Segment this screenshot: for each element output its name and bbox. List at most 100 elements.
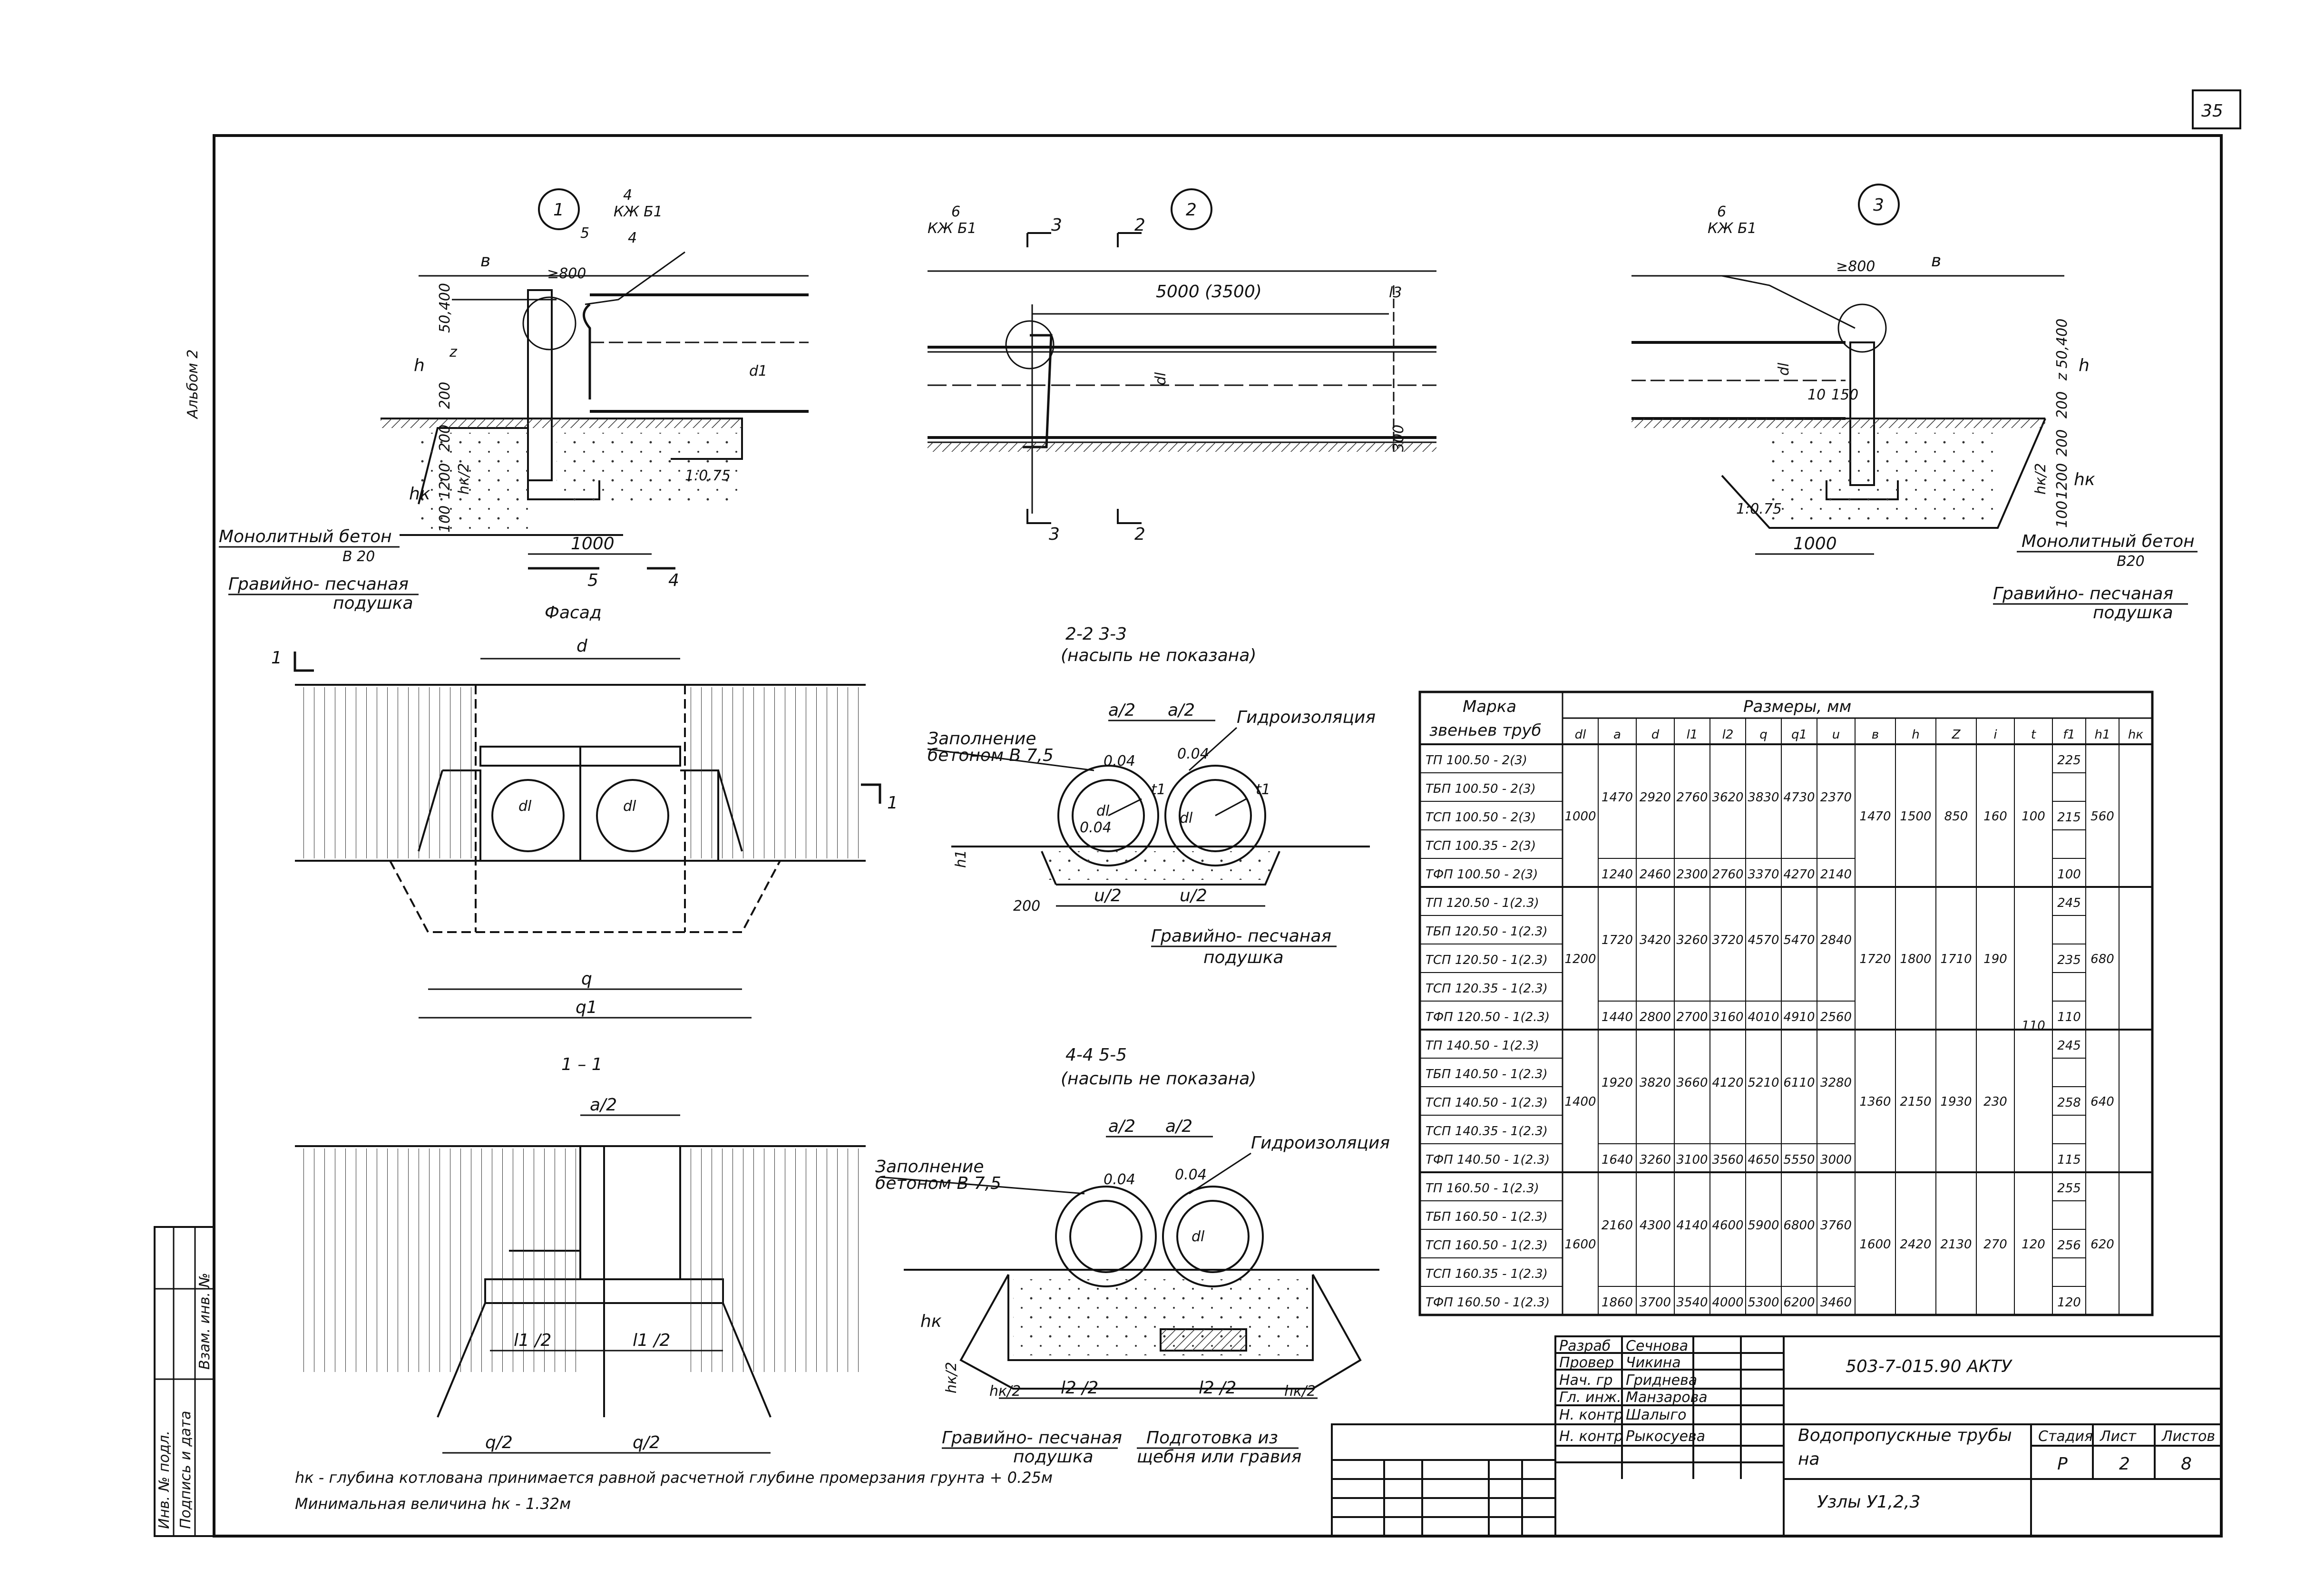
sec44-gravel-b: подушка: [1013, 1447, 1094, 1467]
table-cell-z: 1930: [1940, 1095, 1972, 1109]
node3-hk: hк: [2074, 470, 2095, 489]
sec22-title: 2-2 3-3: [1065, 624, 1127, 644]
facade-earth-left: [297, 687, 480, 858]
node1-callout-monolithic-b: В 20: [342, 548, 375, 565]
table-row-mark: ТСП 160.50 - 1(2.3): [1426, 1238, 1548, 1253]
table-cell-b: 1600: [1859, 1237, 1891, 1252]
sec22-t1: t1: [1151, 781, 1166, 798]
sec44-hk2l: hк/2: [989, 1383, 1021, 1400]
table-col-header: h: [1912, 728, 1919, 742]
stamp-sheets: 8: [2181, 1454, 2192, 1474]
node2-sec3-bot: 3: [1049, 525, 1060, 544]
node3-dim-800: ≥800: [1836, 258, 1875, 275]
node3-dim-200-1: 200: [2054, 391, 2071, 418]
sec44-prep: Подготовка из: [1146, 1428, 1278, 1448]
node3-dim-100: 100: [2054, 501, 2071, 528]
sec22-gravel-b: подушка: [1203, 948, 1284, 967]
node2-item-no: 6: [951, 204, 960, 220]
title-block: [1331, 1335, 2222, 1537]
facade-dl2: dl: [623, 798, 636, 815]
stamp-person: Сечнова: [1626, 1338, 1688, 1354]
node1-callout-monolithic: Монолитный бетон: [219, 527, 392, 546]
table-row-mark: ТБП 160.50 - 1(2.3): [1426, 1210, 1548, 1224]
node1-dim-200-1: 200: [437, 382, 453, 409]
node1-dim-b: в: [480, 251, 490, 271]
table-head-sizes: Размеры, мм: [1743, 697, 1851, 716]
sec22-a2b: a/2: [1168, 701, 1195, 720]
sec44-gravel: Гравийно- песчаная: [942, 1428, 1122, 1448]
table-cell-f1: 115: [2057, 1153, 2081, 1167]
stamp-role: Разраб: [1559, 1338, 1611, 1354]
table-head-mark-b: звеньев труб: [1429, 721, 1542, 740]
sec22-subtitle: (насыпь не показана): [1061, 646, 1256, 665]
node1-concrete-fill: [557, 433, 737, 504]
stamp-sheets-header: Листов: [2161, 1428, 2215, 1445]
table-cell-alt: 3160: [1712, 1010, 1743, 1024]
table-cell-i: 230: [1983, 1095, 2007, 1109]
sec22-u2b: u/2: [1180, 886, 1207, 905]
table-row-mark: ТСП 140.35 - 1(2.3): [1426, 1124, 1548, 1139]
table-col-header: q1: [1791, 728, 1807, 742]
table-cell-dl: 1200: [1564, 952, 1596, 966]
stamp-role: Провер: [1559, 1354, 1614, 1371]
sec22-dl1: dl: [1096, 803, 1110, 819]
table-row-mark: ТСП 120.35 - 1(2.3): [1426, 982, 1548, 996]
table-col-header: в: [1872, 728, 1879, 742]
table-cell-main: 3280: [1820, 1076, 1852, 1090]
sec44-d004a: 0.04: [1104, 1171, 1135, 1188]
table-row-mark: ТБП 100.50 - 2(3): [1426, 782, 1536, 796]
table-cell-dl: 1600: [1564, 1237, 1596, 1252]
table-col-header: l1: [1687, 728, 1698, 742]
table-cell-main: 3260: [1676, 933, 1708, 947]
table-cell-main: 1470: [1602, 790, 1633, 805]
node2-sec2-top: 2: [1134, 215, 1145, 235]
sec11-q2b: q/2: [633, 1433, 660, 1452]
sec11-q2a: q/2: [485, 1433, 513, 1452]
table-cell-main: 6110: [1783, 1076, 1815, 1090]
table-cell-main: 5210: [1748, 1076, 1779, 1090]
node2-sec3-top: 3: [1051, 215, 1062, 235]
table-cell-z: 850: [1944, 809, 1968, 824]
table-cell-alt: 4910: [1783, 1010, 1815, 1024]
table-col-header: t: [2031, 728, 2036, 742]
stamp-stage: Р: [2057, 1454, 2068, 1474]
table-cell-b: 1720: [1859, 952, 1891, 966]
table-cell-main: 4300: [1640, 1218, 1671, 1233]
table-cell-h: 1500: [1900, 809, 1931, 824]
table-cell-alt: 2460: [1640, 867, 1671, 882]
sec44-dl: dl: [1192, 1228, 1205, 1245]
stamp-code: 503-7-015.90 АКТУ: [1846, 1357, 2012, 1376]
table-cell-main: 3420: [1640, 933, 1671, 947]
table-cell-f1: 215: [2057, 810, 2081, 825]
table-row-mark: ТСП 100.35 - 2(3): [1426, 839, 1536, 853]
node3-callout-gravel: Гравийно- песчаная: [1993, 584, 2173, 603]
sec44-l2b: l2 /2: [1199, 1378, 1236, 1398]
table-cell-alt: 2140: [1820, 867, 1852, 882]
table-col-header: a: [1613, 728, 1621, 742]
table-cell-i: 190: [1983, 952, 2007, 966]
sec22-a2a: a/2: [1108, 701, 1135, 720]
facade-mark-1: 1: [271, 648, 282, 668]
sec22-d200: 200: [1013, 898, 1040, 915]
sec22-fill: Заполнение: [928, 729, 1036, 749]
table-cell-alt: 2700: [1676, 1010, 1708, 1024]
table-cell-main: 3660: [1676, 1076, 1708, 1090]
sec22-d004a: 0.04: [1104, 753, 1135, 769]
node3-item-no: 6: [1717, 204, 1726, 220]
stamp-person: Чикина: [1626, 1354, 1681, 1371]
node3-dim-b: в: [1931, 251, 1941, 271]
sec44-prep-b: щебня или гравия: [1137, 1447, 1301, 1467]
sec11-earth-right: [685, 1148, 863, 1372]
sec11-l1a: l1 /2: [514, 1331, 551, 1350]
facade-d: d: [576, 636, 588, 656]
sec22-t2: t1: [1256, 781, 1270, 798]
node3-dim-10: 10: [1807, 387, 1826, 403]
node1-h: h: [414, 356, 425, 375]
table-col-header: dl: [1575, 728, 1587, 742]
facade-dl1: dl: [518, 798, 532, 815]
stamp-title-b: на: [1798, 1450, 1820, 1469]
table-cell-dl: 1400: [1564, 1095, 1596, 1109]
sec22-r1: 0.04: [1080, 819, 1112, 836]
sec44-subtitle: (насыпь не показана): [1061, 1069, 1256, 1089]
